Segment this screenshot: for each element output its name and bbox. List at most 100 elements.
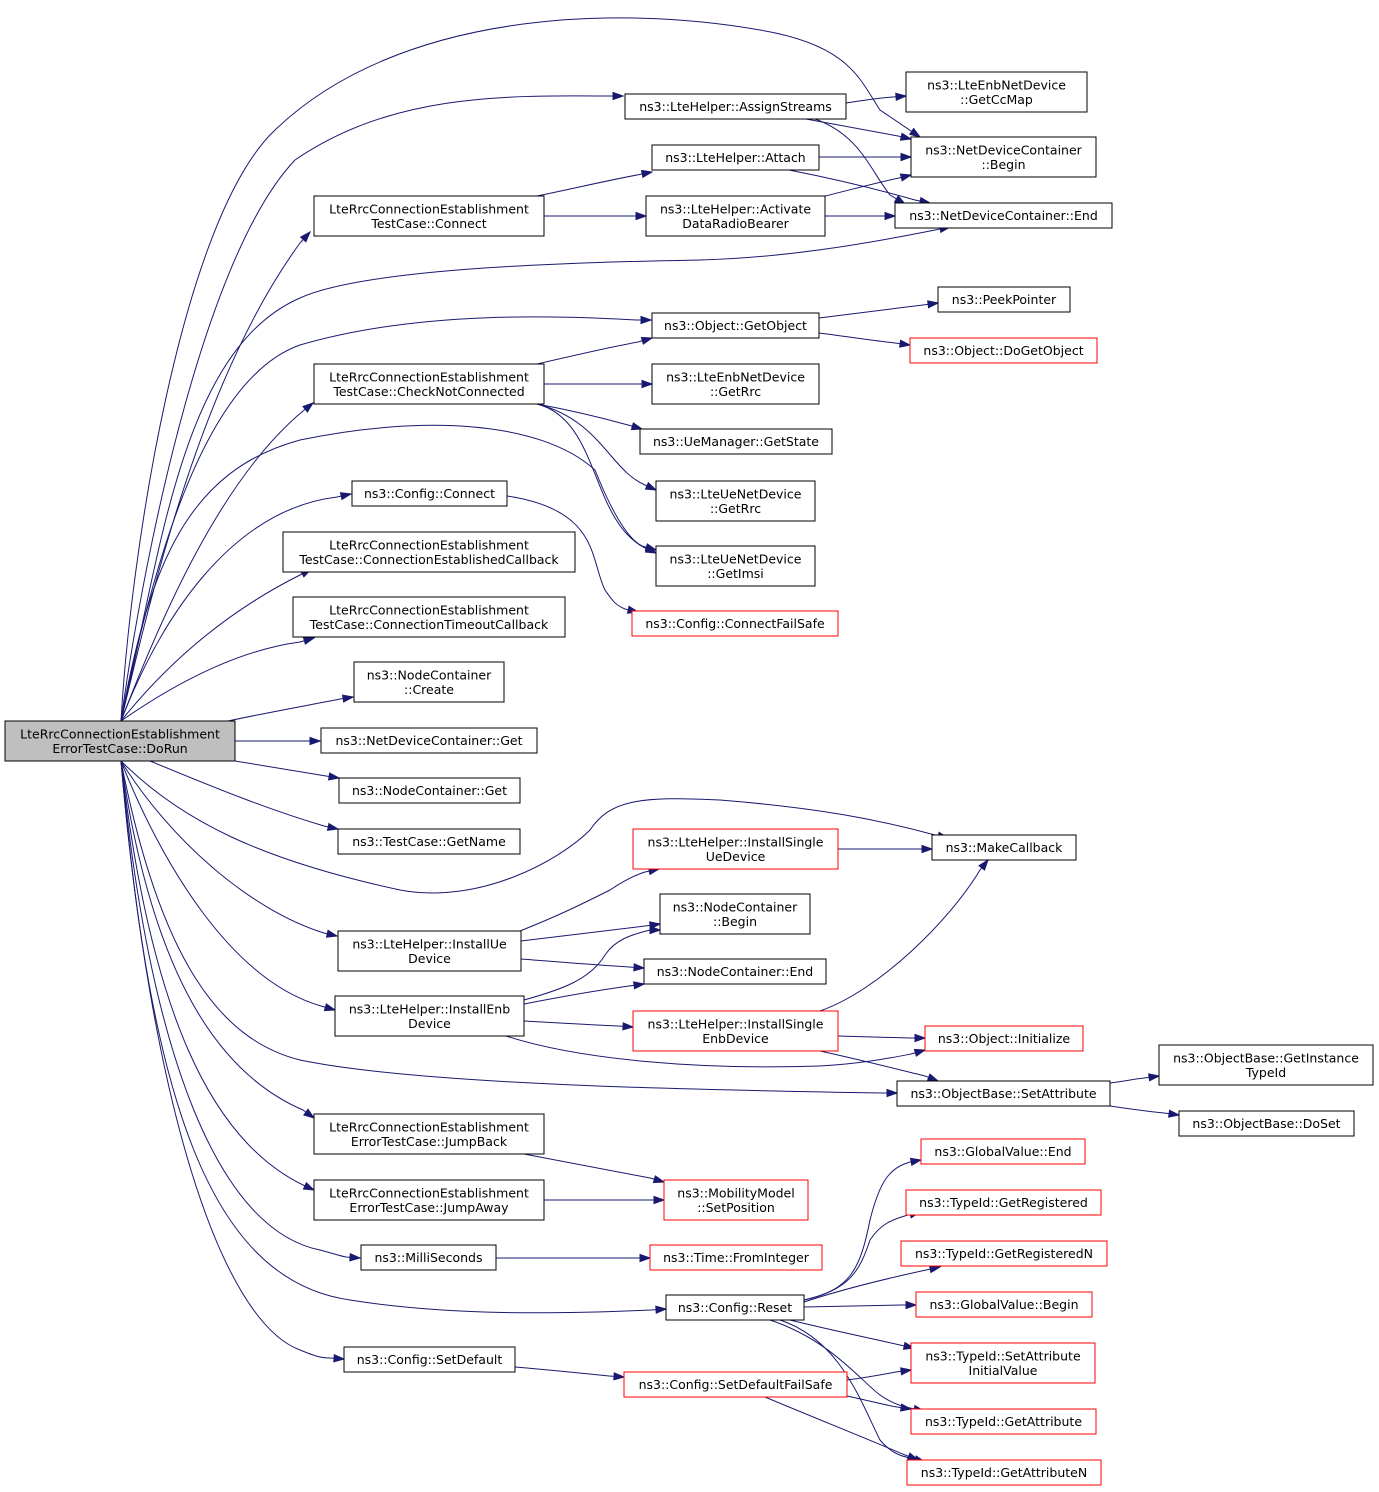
node-ms[interactable]: ns3::MilliSeconds [360, 1244, 497, 1271]
edge-line [803, 1211, 921, 1301]
node-nccreate[interactable]: ns3::NodeContainer::Create [353, 661, 505, 703]
arrowhead [655, 1305, 668, 1314]
node-gvbegin[interactable]: ns3::GlobalValue::Begin [915, 1291, 1093, 1318]
arrowhead [900, 1367, 913, 1376]
edge-attach-to-ndcbegin [819, 152, 913, 162]
node-box [313, 1179, 545, 1221]
node-box [924, 1025, 1084, 1052]
node-box [282, 531, 576, 573]
node-label: ::GetImsi [707, 566, 764, 581]
node-box [313, 195, 545, 237]
node-label: ns3::TestCase::GetName [352, 834, 506, 849]
node-getobject[interactable]: ns3::Object::GetObject [651, 312, 820, 339]
node-getattrn[interactable]: ns3::TypeId::GetAttributeN [906, 1459, 1102, 1486]
node-box [351, 480, 508, 507]
node-doset[interactable]: ns3::ObjectBase::DoSet [1178, 1110, 1355, 1137]
edge-line [814, 118, 906, 205]
node-box [651, 363, 820, 405]
node-timeoutcb[interactable]: LteRrcConnectionEstablishmentTestCase::C… [292, 596, 566, 638]
arrowhead [303, 1108, 316, 1119]
node-dogetobject[interactable]: ns3::Object::DoGetObject [909, 337, 1098, 364]
node-assign[interactable]: ns3::LteHelper::AssignStreams [624, 93, 847, 120]
node-uegetrrc[interactable]: ns3::LteUeNetDevice::GetRrc [655, 480, 816, 522]
node-cfgfailsafe[interactable]: ns3::Config::ConnectFailSafe [631, 610, 839, 637]
node-cfgsetdef[interactable]: ns3::Config::SetDefault [343, 1346, 516, 1373]
node-box [1178, 1110, 1355, 1137]
edge-line [818, 302, 939, 319]
node-cfgconnect[interactable]: ns3::Config::Connect [351, 480, 508, 507]
node-label: UeDevice [706, 849, 766, 864]
node-enbgetrrc[interactable]: ns3::LteEnbNetDevice::GetRrc [651, 363, 820, 405]
arrowhead [299, 230, 312, 243]
node-cfgsetdeffs[interactable]: ns3::Config::SetDefaultFailSafe [623, 1371, 848, 1398]
edge-line [805, 118, 912, 140]
node-ncbegin[interactable]: ns3::NodeContainer::Begin [659, 893, 811, 935]
node-box [905, 1189, 1102, 1216]
node-label: ns3::MobilityModel [677, 1185, 794, 1200]
node-gvend[interactable]: ns3::GlobalValue::End [920, 1138, 1086, 1165]
node-objinit[interactable]: ns3::Object::Initialize [924, 1025, 1084, 1052]
node-estcb[interactable]: LteRrcConnectionEstablishmentTestCase::C… [282, 531, 576, 573]
node-label: ns3::NetDeviceContainer::End [909, 208, 1098, 223]
arrowhead [908, 127, 922, 138]
arrowhead [613, 1372, 626, 1381]
node-checknot[interactable]: LteRrcConnectionEstablishmentTestCase::C… [313, 363, 545, 405]
node-getccmap[interactable]: ns3::LteEnbNetDevice::GetCcMap [905, 71, 1088, 113]
node-connect[interactable]: LteRrcConnectionEstablishmentTestCase::C… [313, 195, 545, 237]
node-box [4, 720, 236, 762]
node-setpos[interactable]: ns3::MobilityModel::SetPosition [663, 1179, 809, 1221]
edge-line [120, 95, 623, 722]
edge-line [120, 226, 951, 722]
node-label: ErrorTestCase::DoRun [52, 741, 187, 756]
node-box [624, 93, 847, 120]
node-cfgreset[interactable]: ns3::Config::Reset [665, 1294, 805, 1321]
arrowhead [1168, 1109, 1181, 1118]
node-box [655, 480, 816, 522]
node-box [623, 1371, 848, 1398]
node-getregn[interactable]: ns3::TypeId::GetRegisteredN [900, 1240, 1108, 1267]
node-getimsi[interactable]: ns3::LteUeNetDevice::GetImsi [655, 545, 816, 587]
node-peek[interactable]: ns3::PeekPointer [937, 286, 1071, 313]
edge-line [519, 868, 660, 932]
node-ndcget[interactable]: ns3::NetDeviceContainer::Get [320, 727, 538, 754]
node-uemgr[interactable]: ns3::UeManager::GetState [639, 428, 833, 455]
node-ncend[interactable]: ns3::NodeContainer::End [643, 958, 827, 985]
arrowhead [639, 1253, 652, 1263]
node-box [906, 1459, 1102, 1486]
node-label: ns3::Object::DoGetObject [923, 343, 1083, 358]
arrowhead [339, 492, 353, 501]
node-getattr[interactable]: ns3::TypeId::GetAttribute [910, 1408, 1097, 1435]
arrowhead [927, 300, 940, 309]
node-box [910, 136, 1097, 178]
node-ndcend[interactable]: ns3::NetDeviceContainer::End [894, 202, 1113, 229]
node-box [651, 312, 820, 339]
node-getreg[interactable]: ns3::TypeId::GetRegistered [905, 1189, 1102, 1216]
arrowhead [309, 736, 322, 746]
node-ncget[interactable]: ns3::NodeContainer::Get [338, 777, 521, 804]
node-label: ns3::LteHelper::InstallSingle [648, 1016, 824, 1031]
node-label: ns3::LteHelper::InstallUe [352, 936, 507, 951]
node-getname[interactable]: ns3::TestCase::GetName [337, 828, 521, 855]
node-label: ns3::TypeId::GetAttribute [925, 1414, 1082, 1429]
node-fromint[interactable]: ns3::Time::FromInteger [649, 1244, 823, 1271]
node-attach[interactable]: ns3::LteHelper::Attach [651, 144, 820, 171]
node-label: ns3::UeManager::GetState [653, 434, 819, 449]
node-label: ns3::MilliSeconds [374, 1250, 482, 1265]
node-jumpback[interactable]: LteRrcConnectionEstablishmentErrorTestCa… [313, 1113, 545, 1155]
node-setattr[interactable]: ns3::ObjectBase::SetAttribute [896, 1080, 1111, 1107]
node-ndcbegin[interactable]: ns3::NetDeviceContainer::Begin [910, 136, 1097, 178]
node-label: ErrorTestCase::JumpBack [351, 1134, 508, 1149]
node-makecb[interactable]: ns3::MakeCallback [931, 834, 1077, 861]
node-jumpaway[interactable]: LteRrcConnectionEstablishmentErrorTestCa… [313, 1179, 545, 1221]
edge-line [824, 174, 912, 197]
edge-checknot-to-getobject [536, 336, 654, 365]
node-dorun[interactable]: LteRrcConnectionEstablishmentErrorTestCa… [4, 720, 236, 762]
edge-line [120, 760, 897, 1094]
